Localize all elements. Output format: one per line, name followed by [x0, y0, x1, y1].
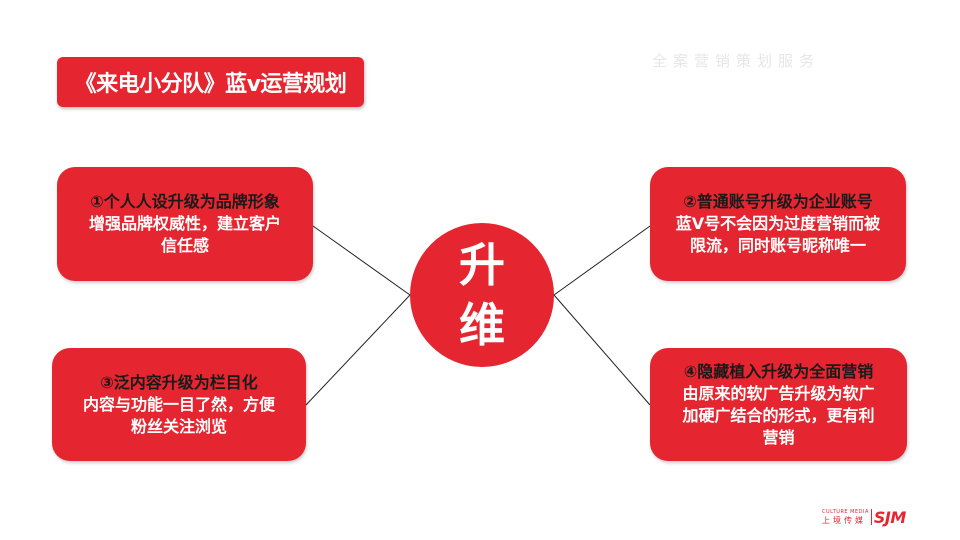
box-body-line: 蓝V号不会因为过度营销而被 — [675, 214, 881, 233]
box-body-line: 营销 — [762, 427, 795, 447]
upgrade-box-3: ③泛内容升级为栏目化 内容与功能一目了然，方便 粉丝关注浏览 — [52, 348, 306, 461]
box-heading: ③泛内容升级为栏目化 — [100, 372, 258, 392]
logo-english: CULTURE MEDIA — [822, 508, 869, 515]
box-body-line: 增强品牌权威性，建立客户 — [88, 214, 281, 233]
logo-divider — [870, 509, 872, 525]
tagline: 全案营销策划服务 — [652, 52, 821, 70]
box-body-line: 由原来的软广告升级为软广 — [682, 383, 875, 403]
box-body-line: 信任感 — [160, 236, 209, 255]
box-heading: ①个人人设升级为品牌形象 — [90, 192, 280, 211]
box-body-line: 加硬广结合的形式，更有利 — [682, 405, 875, 425]
company-logo: CULTURE MEDIA 上境传媒 SJM — [822, 506, 906, 528]
upgrade-box-2: ②普通账号升级为企业账号 蓝V号不会因为过度营销而被 限流，同时账号昵称唯一 — [650, 167, 906, 281]
logo-chinese: 上境传媒 — [822, 515, 866, 525]
upgrade-box-1: ①个人人设升级为品牌形象 增强品牌权威性，建立客户 信任感 — [57, 167, 313, 281]
hub-circle: 升 维 — [410, 223, 554, 367]
slide-title: 《来电小分队》蓝v运营规划 — [57, 57, 364, 107]
hub-text-line2: 维 — [459, 298, 505, 352]
box-body-line: 粉丝关注浏览 — [130, 416, 227, 436]
slide-title-text: 《来电小分队》蓝v运营规划 — [74, 72, 347, 97]
hub-text-line1: 升 — [459, 238, 505, 292]
box-heading: ④隐藏植入升级为全面营销 — [683, 361, 874, 381]
logo-mark: SJM — [873, 507, 906, 527]
box-body-line: 限流，同时账号昵称唯一 — [689, 236, 866, 255]
box-body-line: 内容与功能一目了然，方便 — [82, 394, 275, 414]
box-heading: ②普通账号升级为企业账号 — [683, 192, 873, 211]
upgrade-box-4: ④隐藏植入升级为全面营销 由原来的软广告升级为软广 加硬广结合的形式，更有利 营… — [650, 348, 907, 461]
